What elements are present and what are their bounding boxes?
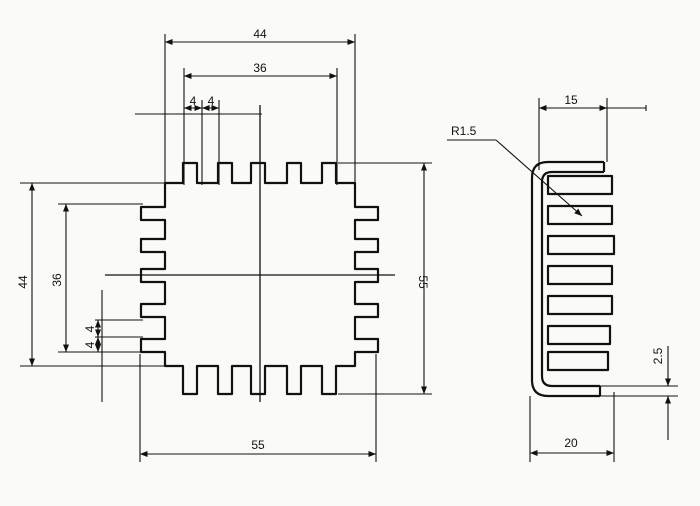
dim-label-thickness: 2.5 (651, 347, 665, 364)
side-fin (546, 174, 614, 196)
side-fin (546, 350, 610, 372)
side-fin (546, 294, 614, 316)
dim-label-fin-pitch-b: 4 (208, 94, 215, 108)
dim-label-bend-radius: R1.5 (451, 124, 477, 138)
dim-label-inner-height: 36 (50, 273, 64, 287)
side-fin (546, 324, 612, 346)
base-bracket-inner (540, 170, 604, 388)
dim-label-right-height: 55 (416, 275, 430, 289)
radius-leader-line (495, 139, 583, 217)
dim-label-fin-pitch-a: 4 (190, 94, 197, 108)
dim-label-overall-height: 44 (16, 275, 30, 289)
heatsink-outline (139, 161, 380, 396)
side-fin (546, 264, 614, 286)
front-view: 44 36 4 4 44 36 4 4 55 55 (16, 27, 432, 462)
dim-label-left-pitch-a: 4 (83, 325, 97, 332)
dim-label-overall-depth: 20 (564, 436, 578, 450)
dim-label-left-pitch-b: 4 (83, 341, 97, 348)
side-view: 15 R1.5 20 2.5 (447, 93, 678, 462)
base-bracket-outer (530, 160, 604, 398)
dim-label-fin-depth: 15 (564, 93, 578, 107)
side-fin (546, 234, 616, 256)
dim-label-bottom-width: 55 (251, 438, 265, 452)
side-fins (546, 174, 616, 372)
dim-label-overall-width: 44 (253, 27, 267, 41)
side-fin (546, 204, 614, 226)
dim-label-inner-width: 36 (253, 61, 267, 75)
